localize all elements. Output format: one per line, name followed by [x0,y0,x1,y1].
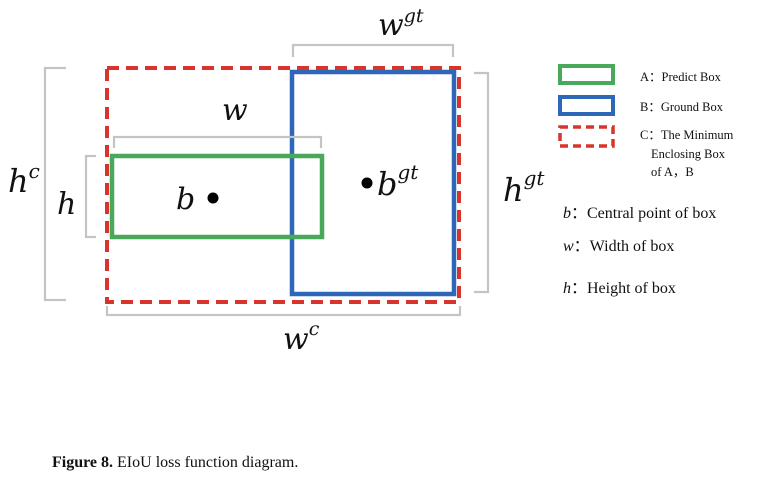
figure-caption-label: Figure 8. [52,454,114,471]
hc-label: hc [8,159,40,200]
legend-swatch-predict [558,64,615,85]
w-label: w [222,93,248,128]
definition-b: b：Central point of box [563,205,716,222]
w-bracket [112,135,323,148]
h-bracket [84,154,96,239]
legend-label-c-line3: of A，B [651,165,694,179]
definition-h: h：Height of box [563,280,676,297]
hgt-bracket [474,71,490,294]
wgt-bracket [291,43,455,57]
enclosing-box [105,66,461,304]
legend-label-b: B：Ground Box [640,100,724,114]
predict-center-point [207,192,219,204]
bgt-label: bgt [377,160,419,203]
wc-label: wc [283,318,320,357]
ground-truth-box [289,69,457,297]
legend-label-c-line1: C：The Minimum [640,128,734,142]
hc-bracket [43,66,66,302]
wgt-label: wgt [378,5,424,43]
wc-bracket [105,306,462,317]
ground-center-point [361,177,373,189]
legend-label-a: A：Predict Box [640,70,722,84]
h-label: h [57,187,76,222]
b-label: b [176,182,195,217]
legend-label-c-line2: Enclosing Box [651,147,726,161]
predict-box [109,153,325,240]
definition-w: w：Width of box [563,238,674,255]
hgt-label: hgt [503,166,545,209]
figure-caption-text: EIoU loss function diagram. [113,454,299,471]
legend-swatch-enclosing [558,125,615,148]
legend-swatch-ground [558,95,615,116]
figure-caption: Figure 8. EIoU loss function diagram. [52,454,298,472]
